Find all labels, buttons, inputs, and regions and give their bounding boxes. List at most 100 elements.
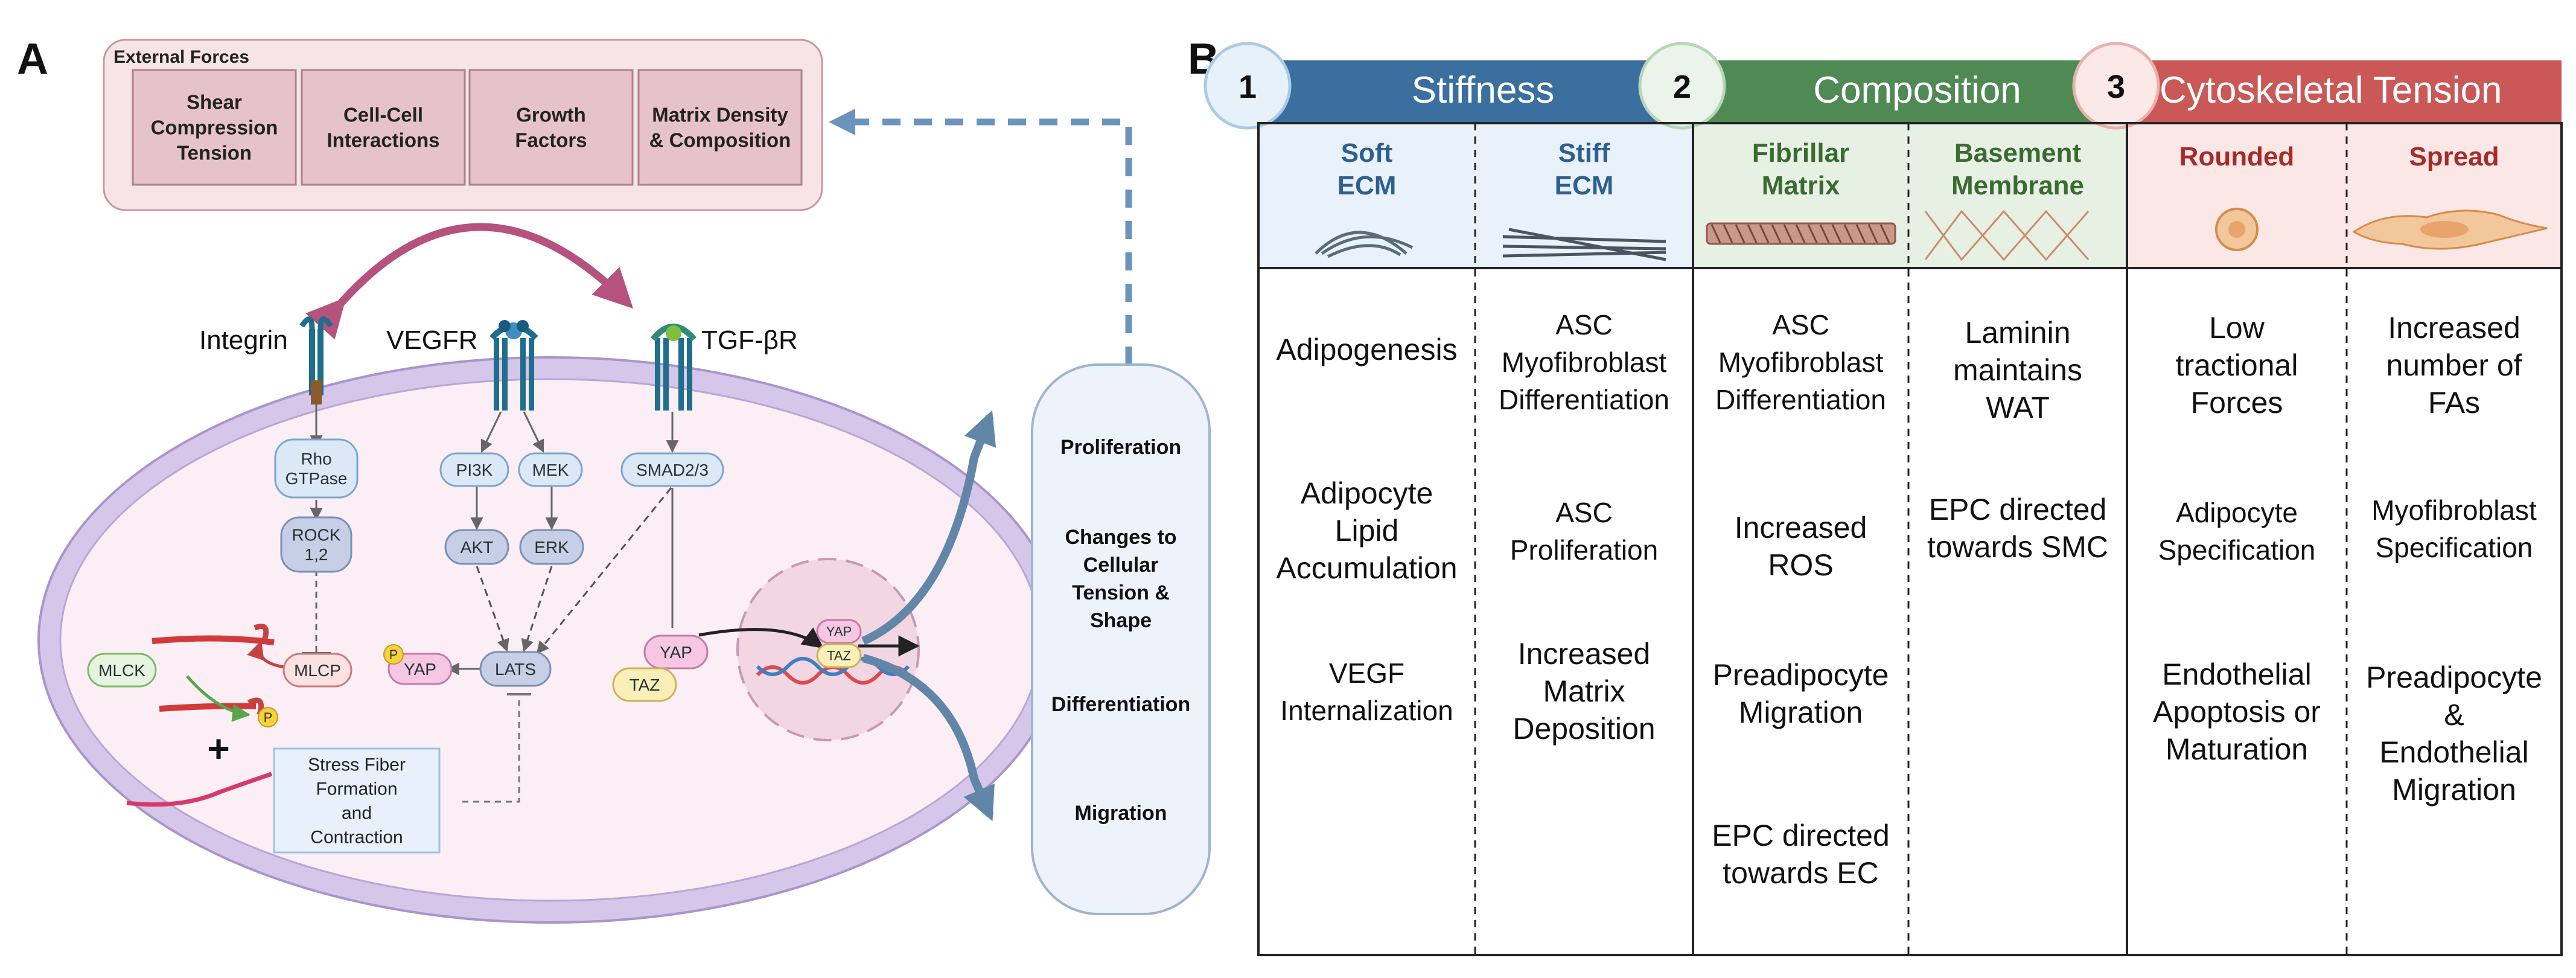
subheader-label: Matrix <box>1762 171 1840 200</box>
rho-gtpase-node-label: Rho <box>301 450 331 468</box>
lats-node-label: LATS <box>495 660 536 679</box>
taz-nucleus-node-label: TAZ <box>827 648 851 663</box>
outcome-label: Differentiation <box>1051 693 1190 716</box>
table-cell-text: Apoptosis or <box>2153 695 2321 729</box>
table-cell-text: Migration <box>2392 773 2516 807</box>
stress-fiber-label: Stress Fiber <box>308 755 406 775</box>
vegfr-label: VEGFR <box>386 325 478 355</box>
group-number: 2 <box>1673 69 1691 105</box>
subheader-label: Stiff <box>1558 138 1610 168</box>
panel-a-letter: A <box>17 35 48 83</box>
subheader-label: Soft <box>1341 138 1393 168</box>
external-force-label: Growth <box>516 104 585 126</box>
stiff-ecm-icon <box>1502 228 1666 261</box>
tgfbr-receptor <box>651 324 697 411</box>
table-cell-text: Internalization <box>1280 695 1453 726</box>
table-cell-text: Increased <box>1518 637 1651 671</box>
outcome-label: Shape <box>1090 609 1152 632</box>
table-cell-text: Deposition <box>1513 712 1655 746</box>
table-cell-text: Increased <box>2388 311 2520 345</box>
table-cell-text: VEGF <box>1329 657 1404 689</box>
external-force-label: Tension <box>177 142 252 164</box>
table-cell-text: Myofibroblast <box>2371 494 2537 526</box>
table-cell-text: towards EC <box>1723 856 1878 890</box>
table-cell-text: Forces <box>2191 386 2283 420</box>
external-force-label: & Composition <box>649 129 791 152</box>
external-forces-box: External Forces ShearCompressionTensionC… <box>103 39 823 211</box>
subheader-label: ECM <box>1555 171 1614 200</box>
table-cell-text: Maturation <box>2166 732 2308 766</box>
table-cell-text: ROS <box>1768 548 1833 582</box>
integrin-receptor <box>299 316 333 404</box>
table-cell-text: tractional <box>2176 348 2298 382</box>
pi3k-node-label: PI3K <box>456 461 493 479</box>
table-grid <box>1257 122 2563 956</box>
phospho-badge: P <box>258 707 278 727</box>
soft-ecm-icon <box>1315 231 1414 258</box>
subheader-label: Rounded <box>2179 142 2295 171</box>
table-cell-text: towards SMC <box>1927 530 2108 564</box>
table-cell-text: Myofibroblast <box>1718 347 1884 378</box>
subheader-label: Fibrillar <box>1752 138 1849 168</box>
table-cell-text: ASC <box>1772 309 1829 340</box>
taz-nucleus-node: TAZ <box>816 643 862 668</box>
table-cell-text: Matrix <box>1543 674 1625 708</box>
table-cell-text: Proliferation <box>1510 534 1658 566</box>
yap-phospho-node-label: YAP <box>404 660 436 679</box>
external-force-label: Cell-Cell <box>343 104 423 126</box>
table-cell-text: Low <box>2209 311 2265 345</box>
rock-node-label: ROCK <box>292 526 341 545</box>
table-cell-text: Endothelial <box>2162 657 2311 691</box>
group-2: Composition2FibrillarMatrixBasementMembr… <box>1638 42 2127 268</box>
stress-fiber-label: Formation <box>316 779 397 799</box>
external-forces-title: External Forces <box>113 47 249 67</box>
subheader-label: Spread <box>2409 142 2499 171</box>
table-cell-text: EPC directed <box>1712 819 1890 852</box>
pi3k-node: PI3K <box>439 452 509 487</box>
ecm-icons <box>1315 208 2548 261</box>
table-cell-text: Endothelial <box>2379 735 2528 769</box>
table-cell-text: Specification <box>2376 532 2533 563</box>
external-force-label: Factors <box>515 129 587 152</box>
fibrillar-matrix-icon <box>1706 222 1896 245</box>
subheader-label: Membrane <box>1951 171 2084 200</box>
spread-nucleus-icon <box>2420 221 2469 238</box>
external-force-label: Shear <box>187 91 242 113</box>
table-cell-text: Differentiation <box>1499 384 1669 415</box>
mlcp-node-label: MLCP <box>294 661 341 680</box>
table-cell-text: Preadipocyte <box>2366 660 2542 694</box>
table-cell-text: Preadipocyte <box>1713 658 1889 692</box>
group-number: 1 <box>1239 69 1257 105</box>
erk-node: ERK <box>519 529 584 565</box>
outcome-arrows <box>861 410 996 822</box>
outcome-label: Migration <box>1075 802 1167 825</box>
external-force-label: Interactions <box>327 129 439 152</box>
table-cell-text: Lipid <box>1335 514 1399 548</box>
stress-fiber-label: and <box>342 804 372 823</box>
table-cell-text: ASC <box>1555 309 1613 340</box>
group-title: Composition <box>1813 69 2021 111</box>
table-cell-text: number of <box>2386 348 2522 382</box>
table-cell-text: ASC <box>1555 497 1613 528</box>
outcome-label: Tension & <box>1072 581 1170 604</box>
table-cell-text: Specification <box>2158 534 2316 566</box>
table-cell-text: Increased <box>1735 511 1867 545</box>
mlcp-node: MLCP <box>282 653 352 688</box>
group-number: 3 <box>2107 69 2125 105</box>
taz-cytoplasm-node: TAZ <box>612 667 677 702</box>
rock-node-label: 1,2 <box>305 545 328 564</box>
tgfbr-label: TGF-βR <box>701 325 798 355</box>
rounded-nucleus-icon <box>2228 221 2245 238</box>
table-cell-text: FAs <box>2428 386 2480 420</box>
yap-nucleus-node: YAP <box>816 619 862 644</box>
yap-nucleus-node-label: YAP <box>826 624 852 639</box>
basement-membrane-icon <box>1924 209 2090 261</box>
outcome-label: Proliferation <box>1060 436 1181 459</box>
